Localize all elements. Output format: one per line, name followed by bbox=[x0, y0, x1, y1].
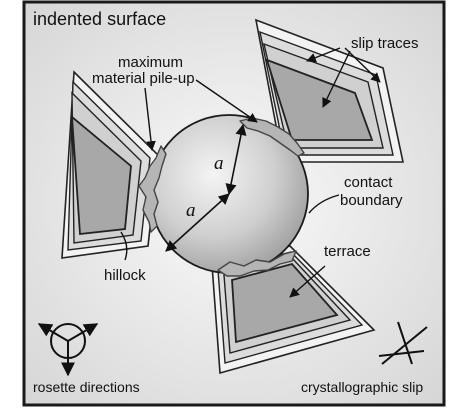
label-indented-surface: indented surface bbox=[33, 9, 166, 29]
label-terrace: terrace bbox=[324, 243, 371, 260]
crystallographic-slip-icon bbox=[378, 321, 428, 365]
leader-slip-3 bbox=[344, 47, 381, 83]
pileup-upper-right bbox=[239, 117, 305, 157]
leader-contact bbox=[308, 194, 340, 214]
label-radius-vertical: a bbox=[214, 153, 224, 174]
label-boundary: boundary bbox=[340, 192, 403, 209]
upper-right-slip-triangle bbox=[254, 18, 404, 163]
pileup-regions bbox=[138, 117, 305, 277]
pileup-lower bbox=[217, 250, 297, 277]
leader-pileup-left bbox=[144, 87, 156, 151]
leader-slip-1 bbox=[306, 47, 341, 63]
radius-arrow-vertical bbox=[225, 123, 247, 196]
leader-pileup-upper bbox=[195, 79, 258, 123]
rosette-directions-icon bbox=[37, 323, 99, 377]
leader-terrace bbox=[289, 265, 326, 298]
leader-hillock bbox=[120, 231, 128, 261]
label-hillock: hillock bbox=[104, 267, 146, 284]
label-max-pileup-2: material pile-up bbox=[92, 70, 195, 87]
pileup-left bbox=[138, 145, 167, 233]
label-crystallographic-slip: crystallographic slip bbox=[301, 379, 423, 395]
left-slip-triangle bbox=[61, 70, 159, 259]
label-contact: contact bbox=[344, 174, 393, 191]
label-max-pileup-1: maximum bbox=[118, 54, 183, 71]
label-rosette-directions: rosette directions bbox=[33, 379, 140, 395]
radius-arrow-diagonal bbox=[165, 193, 230, 252]
label-slip-traces: slip traces bbox=[351, 35, 419, 52]
label-radius-diagonal: a bbox=[186, 200, 196, 221]
leader-slip-2 bbox=[322, 50, 351, 108]
